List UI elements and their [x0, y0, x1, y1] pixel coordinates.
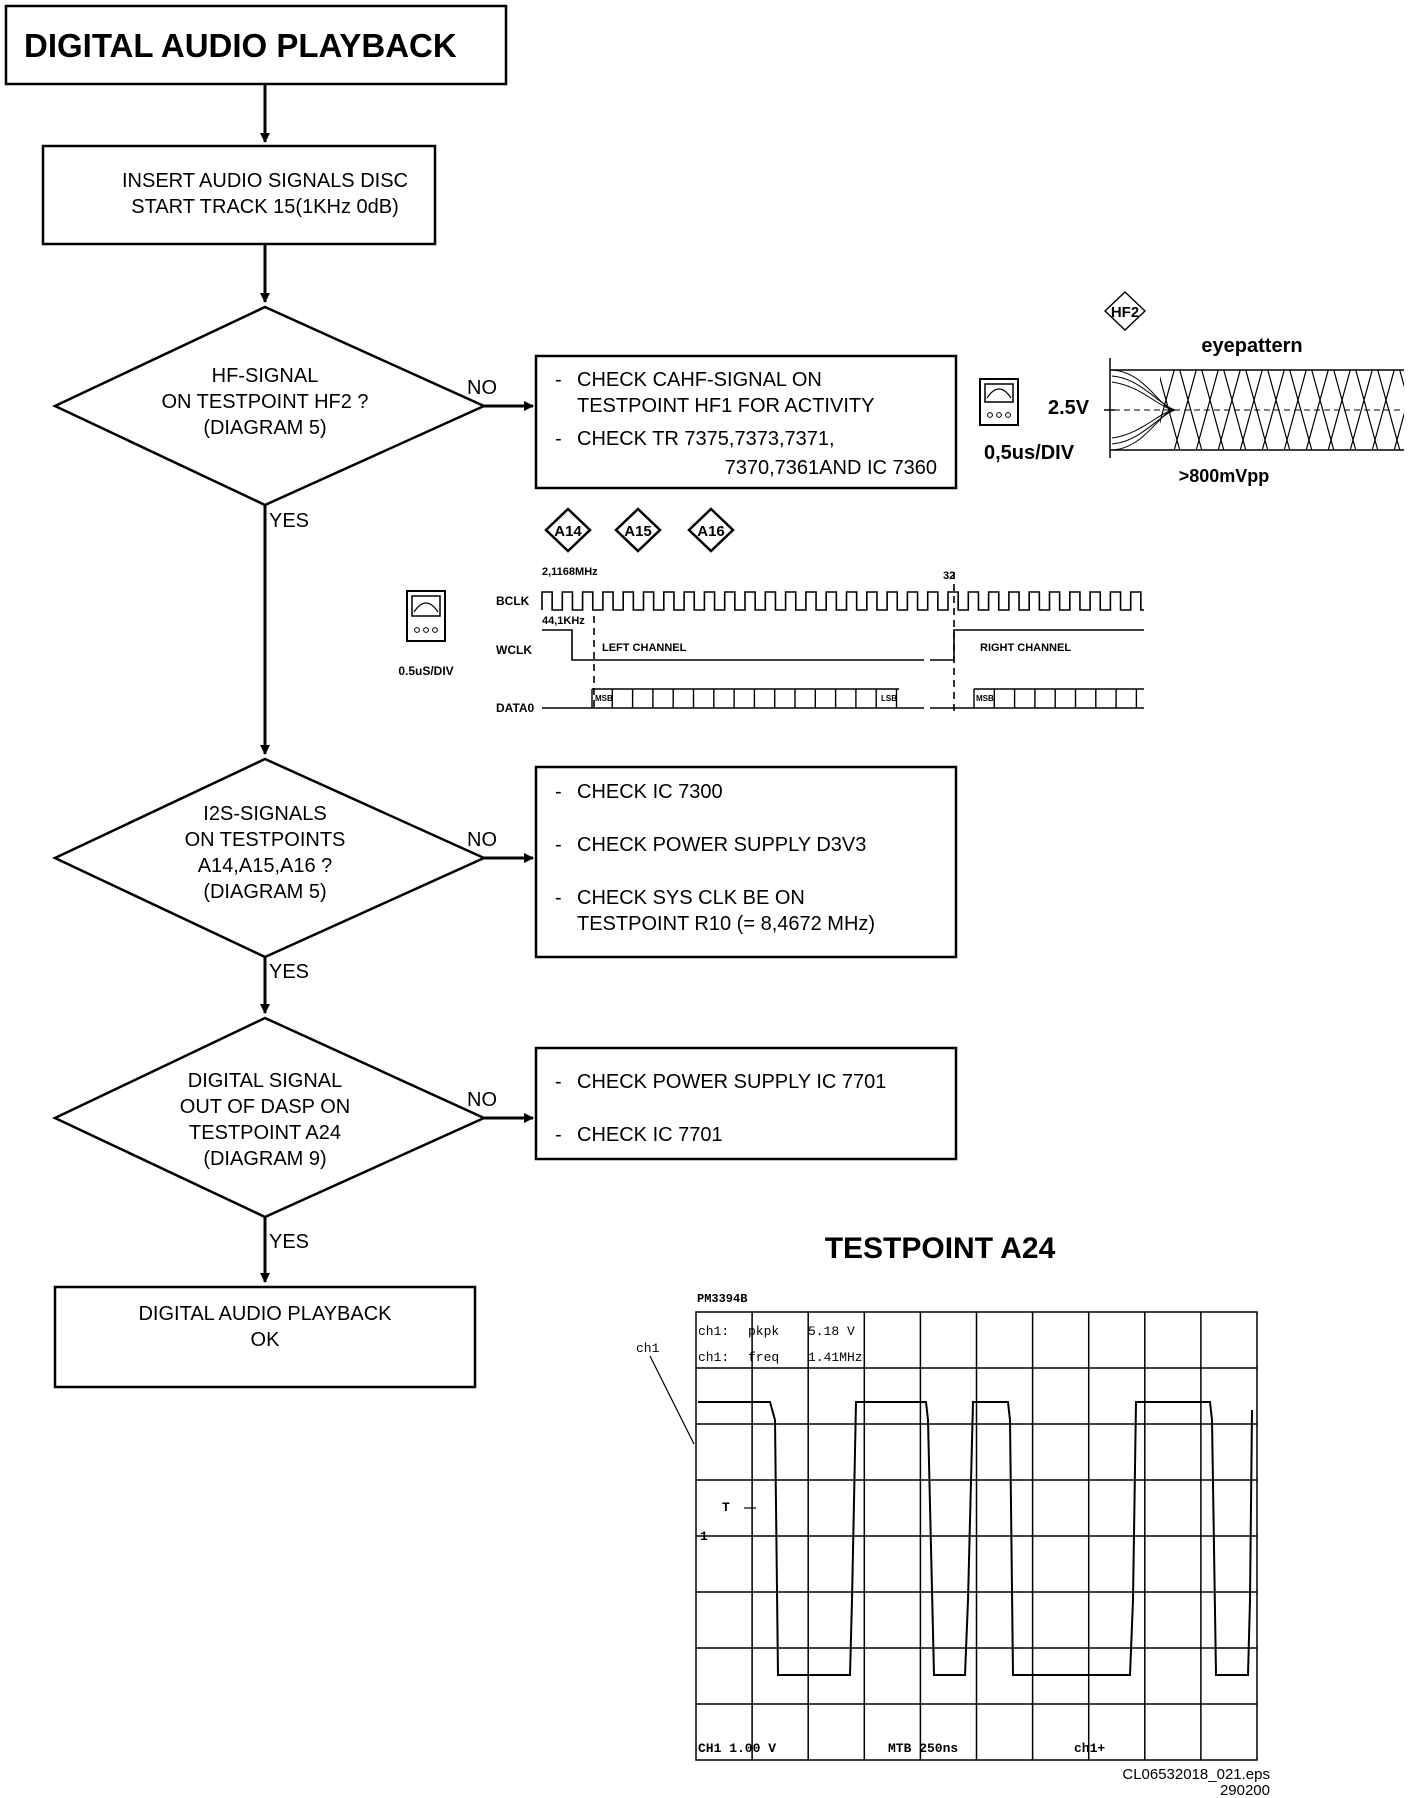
insert-disc-box [41, 144, 437, 246]
eye-level: 2.5V [1048, 397, 1090, 419]
check-dasp-line-1: CHECK POWER SUPPLY IC 7701 [577, 1071, 886, 1093]
decision-i2s-line-3: A14,A15,A16 ? [198, 855, 333, 877]
bclk-count: 32 [943, 570, 955, 582]
eye-pattern-figure: HF2 eyepattern 2.5V 0,5us/DIV >800mVpp [979, 291, 1404, 486]
check-i2s-dash-1: - [555, 781, 562, 803]
data0-waveform [542, 688, 1144, 709]
decision-dasp-line-3: TESTPOINT A24 [189, 1122, 341, 1144]
check-i2s-line-3: CHECK SYS CLK BE ON [577, 887, 805, 909]
decision-i2s-line-1: I2S-SIGNALS [203, 803, 326, 825]
end-line-1: DIGITAL AUDIO PLAYBACK [138, 1303, 392, 1325]
scope-row1-label: ch1: [698, 1324, 729, 1339]
check-i2s-line-4: TESTPOINT R10 (= 8,4672 MHz) [577, 913, 875, 935]
footer-date: 290200 [1220, 1782, 1270, 1798]
eye-timebase: 0,5us/DIV [984, 442, 1075, 464]
scope-footer-mtb: MTB 250ns [888, 1741, 958, 1756]
title-text: DIGITAL AUDIO PLAYBACK [24, 27, 457, 64]
end-line-2: OK [251, 1329, 281, 1351]
scope-grid [695, 1311, 1258, 1761]
hf-no-label: NO [467, 377, 497, 399]
check-hf-dash-1: - [555, 369, 562, 391]
check-hf-line-2: TESTPOINT HF1 FOR ACTIVITY [577, 395, 874, 417]
scope-ch1-marker: 1 [700, 1529, 708, 1544]
scope-channel-label: ch1 [636, 1341, 660, 1356]
i2s-timebase: 0.5uS/DIV [398, 664, 453, 678]
check-hf-line-3: CHECK TR 7375,7373,7371, [577, 428, 835, 450]
scope-model: PM3394B [697, 1292, 747, 1306]
i2s-yes-label: YES [269, 961, 309, 983]
check-i2s-dash-3: - [555, 887, 562, 909]
check-i2s-box [534, 765, 958, 959]
check-hf-line-4: 7370,7361AND IC 7360 [725, 457, 937, 479]
decision-dasp-line-1: DIGITAL SIGNAL [188, 1070, 342, 1092]
tag-a16-text: A16 [697, 523, 725, 540]
scope-row2-key: freq [748, 1350, 779, 1365]
scope-row1-value: 5.18 V [808, 1324, 855, 1339]
tag-a14-text: A14 [554, 523, 582, 540]
decision-hf-line-3: (DIAGRAM 5) [203, 417, 326, 439]
hf2-tag-text: HF2 [1111, 304, 1139, 321]
hf-yes-label: YES [269, 510, 309, 532]
i2s-timing-figure: A14 A15 A16 0.5uS/DIV 2,1168MHz 32 BCLK … [398, 507, 1144, 715]
decision-i2s-line-2: ON TESTPOINTS [185, 829, 346, 851]
hf2-tag-diamond [1103, 291, 1147, 331]
data0-label: DATA0 [496, 701, 535, 715]
lsb-left: LSB [881, 694, 897, 703]
tag-a14-diamond [544, 507, 592, 553]
scope-heading: TESTPOINT A24 [825, 1232, 1056, 1265]
msb-right: MSB [976, 694, 994, 703]
data0-bit-ticks [591, 689, 1138, 708]
check-i2s-line-2: CHECK POWER SUPPLY D3V3 [577, 834, 866, 856]
right-channel-label: RIGHT CHANNEL [980, 642, 1071, 654]
scope-row2-value: 1.41MHz [808, 1350, 863, 1365]
scope-trigger-marker: T [722, 1500, 730, 1515]
end-box [53, 1285, 477, 1389]
wclk-freq: 44,1KHz [542, 615, 585, 627]
left-channel-label: LEFT CHANNEL [602, 642, 687, 654]
scope-row2-label: ch1: [698, 1350, 729, 1365]
check-i2s-line-1: CHECK IC 7300 [577, 781, 723, 803]
eye-amplitude: >800mVpp [1179, 466, 1270, 486]
msb-left: MSB [595, 694, 613, 703]
check-dasp-line-2: CHECK IC 7701 [577, 1124, 723, 1146]
tag-a16-diamond [687, 507, 735, 553]
eye-title: eyepattern [1201, 335, 1302, 357]
eye-hatch [1160, 370, 1404, 450]
insert-line-1: INSERT AUDIO SIGNALS DISC [122, 170, 408, 192]
decision-dasp-line-2: OUT OF DASP ON [180, 1096, 350, 1118]
scope-row1-key: pkpk [748, 1324, 779, 1339]
footer-file: CL06532018_021.eps [1122, 1766, 1270, 1783]
bclk-label: BCLK [496, 594, 530, 608]
i2s-no-label: NO [467, 829, 497, 851]
check-i2s-dash-2: - [555, 834, 562, 856]
dasp-yes-label: YES [269, 1231, 309, 1253]
check-dasp-dash-1: - [555, 1071, 562, 1093]
check-hf-dash-2: - [555, 428, 562, 450]
wclk-label: WCLK [496, 643, 532, 657]
decision-hf-line-2: ON TESTPOINT HF2 ? [161, 391, 368, 413]
bclk-freq: 2,1168MHz [542, 566, 598, 578]
dasp-no-label: NO [467, 1089, 497, 1111]
title-box [4, 4, 508, 86]
check-dasp-dash-2: - [555, 1124, 562, 1146]
check-hf-box [534, 354, 958, 490]
bclk-waveform [541, 591, 1144, 611]
scope-footer-ch: CH1 1.00 V [698, 1741, 776, 1756]
decision-hf-line-1: HF-SIGNAL [212, 365, 319, 387]
tag-a15-diamond [614, 507, 662, 553]
decision-dasp-line-4: (DIAGRAM 9) [203, 1148, 326, 1170]
tag-a15-text: A15 [624, 523, 652, 540]
scope-trace [698, 1401, 1253, 1676]
scope-capture: PM3394B ch1: pkpk 5.18 V ch1: freq 1.41M… [636, 1292, 1258, 1761]
decision-i2s-line-4: (DIAGRAM 5) [203, 881, 326, 903]
scope-footer-trig: ch1+ [1074, 1741, 1105, 1756]
check-dasp-box [534, 1046, 958, 1161]
check-hf-line-1: CHECK CAHF-SIGNAL ON [577, 369, 822, 391]
insert-line-2: START TRACK 15(1KHz 0dB) [131, 196, 399, 218]
